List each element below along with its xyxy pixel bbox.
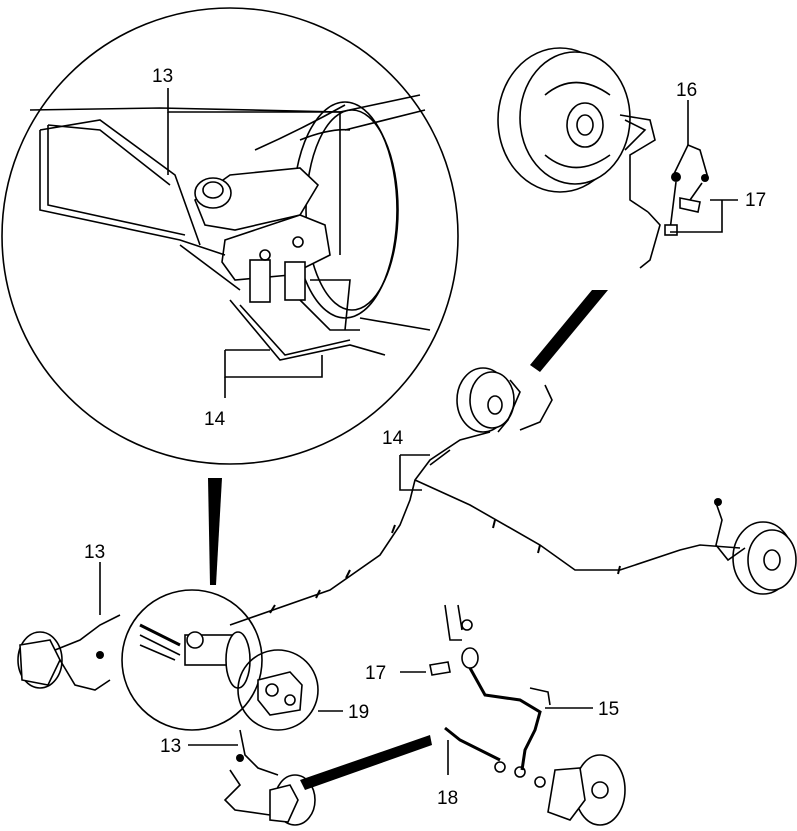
front-left-caliper-bottom xyxy=(223,729,316,826)
rear-left-drum xyxy=(456,367,553,433)
label-detail-13: 13 xyxy=(152,66,173,87)
label-main-19: 19 xyxy=(348,702,369,723)
label-main-15: 15 xyxy=(598,699,619,720)
label-main-14: 14 xyxy=(382,428,404,449)
label-main-13-bottom: 13 xyxy=(160,736,181,757)
master-cylinder-detail-circle xyxy=(1,7,459,465)
front-left-brake xyxy=(17,614,121,691)
master-cylinder-small-circle xyxy=(121,589,263,731)
label-main-17: 17 xyxy=(365,663,386,684)
brake-hose-assembly xyxy=(429,604,626,826)
label-main-18: 18 xyxy=(437,788,458,809)
rear-right-drum xyxy=(714,498,797,595)
rear-drum-detail xyxy=(497,47,709,372)
label-main-13-left: 13 xyxy=(84,542,105,563)
abs-modulator-circle xyxy=(237,649,319,731)
line-clips xyxy=(269,519,621,614)
label-16: 16 xyxy=(676,80,697,101)
label-detail-14: 14 xyxy=(204,409,226,430)
label-17-top: 17 xyxy=(745,190,766,211)
